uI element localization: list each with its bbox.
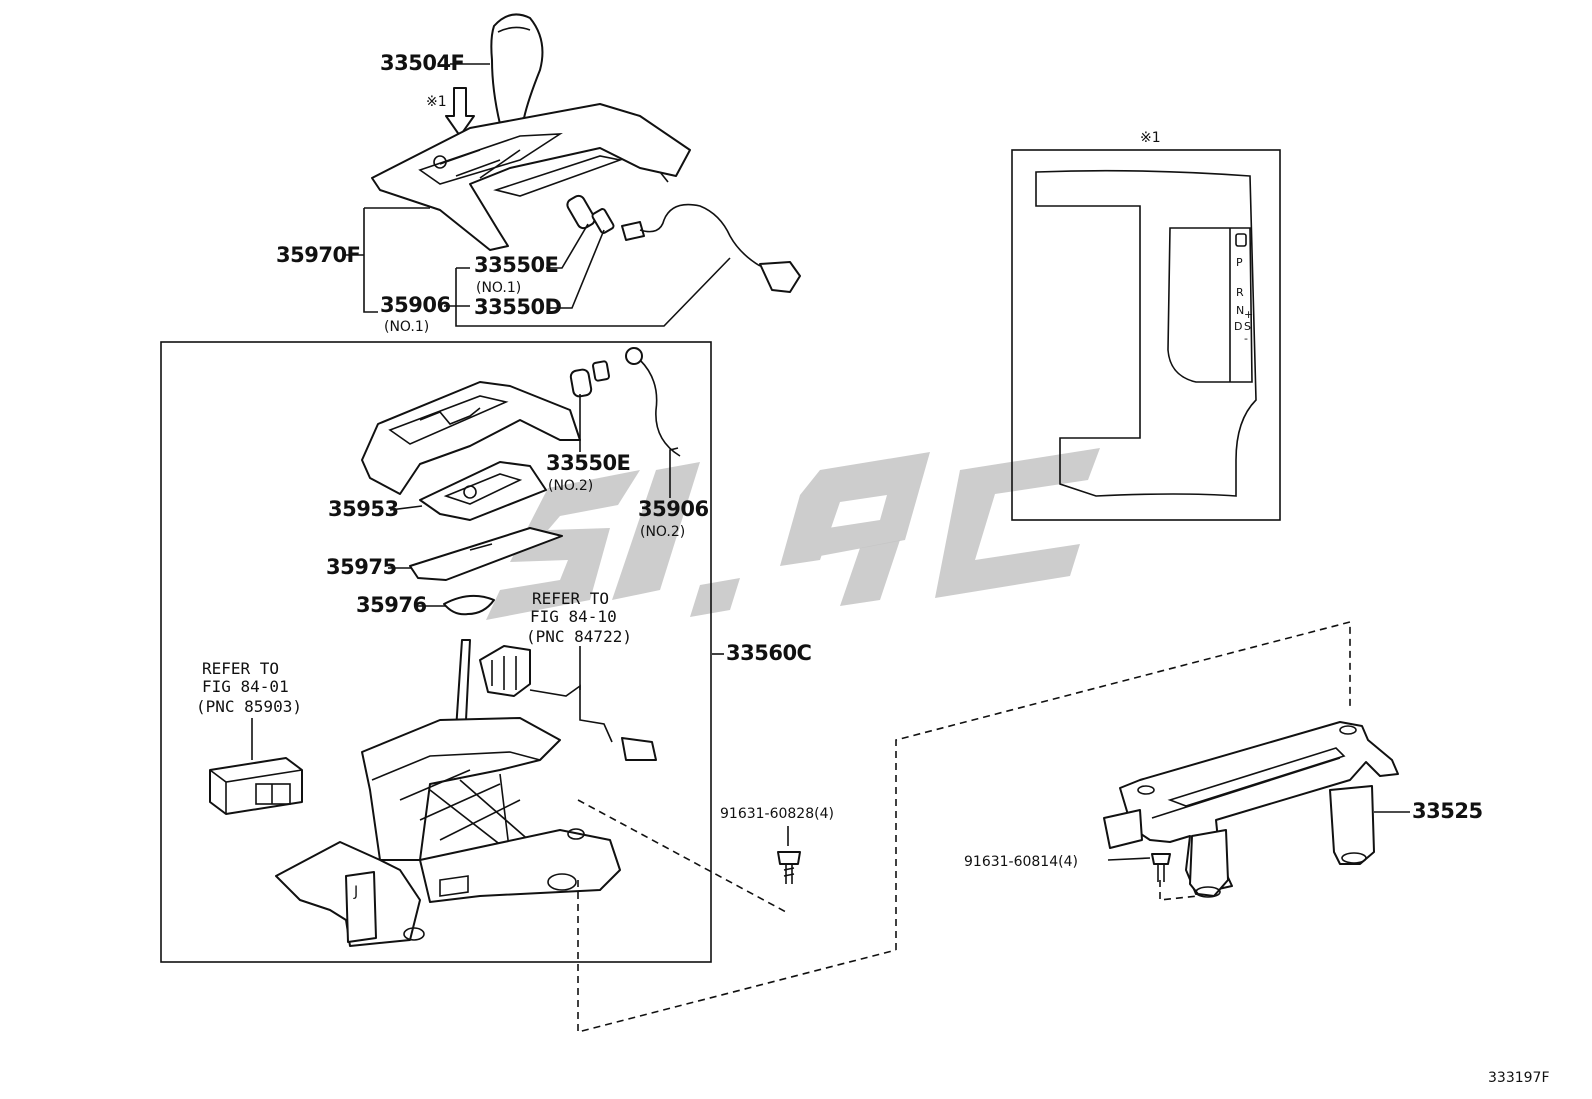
wire-harness-no1[interactable] bbox=[621, 203, 801, 293]
label-bolt-a[interactable]: 91631-60828(4) bbox=[720, 806, 834, 822]
label-wire-no2-note: (NO.2) bbox=[640, 524, 685, 540]
dashed-assembly-line-left bbox=[577, 799, 787, 913]
selector-switch-part[interactable] bbox=[479, 645, 657, 761]
bulb-no1-part[interactable] bbox=[565, 194, 597, 231]
label-wire-no1-note: (NO.1) bbox=[384, 319, 429, 335]
ref1-line1: REFER TO bbox=[532, 589, 609, 608]
label-socket-no1[interactable]: 33550D bbox=[474, 295, 562, 319]
detail-panel-outline bbox=[1035, 169, 1257, 497]
indicator-n: N bbox=[1236, 304, 1244, 317]
knob-letter: J bbox=[353, 884, 358, 900]
label-clip[interactable]: 35976 bbox=[356, 593, 427, 617]
indicator-p: P bbox=[1236, 256, 1243, 269]
watermark-logo bbox=[486, 448, 1100, 620]
shift-knob-part[interactable] bbox=[490, 13, 544, 125]
label-bulb-no1-note: (NO.1) bbox=[476, 280, 521, 296]
detail-marker: ※1 bbox=[1140, 130, 1161, 146]
dashed-assembly-line-right bbox=[895, 620, 1351, 950]
bulb-no2-part[interactable] bbox=[569, 360, 610, 398]
label-bulb-no2[interactable]: 33550E bbox=[546, 451, 631, 475]
shift-lever-base-part[interactable]: J bbox=[275, 639, 621, 947]
ref1-line3: (PNC 84722) bbox=[526, 627, 632, 646]
shift-lever-assembly-frame bbox=[160, 341, 712, 963]
ref2-line3: (PNC 85903) bbox=[196, 697, 302, 716]
indicator-minus: - bbox=[1244, 332, 1248, 345]
label-wire-no2[interactable]: 35906 bbox=[638, 497, 709, 521]
label-bulb-no2-note: (NO.2) bbox=[548, 478, 593, 494]
view-marker: ※1 bbox=[426, 94, 447, 110]
indicator-cover-part[interactable] bbox=[361, 381, 581, 495]
down-arrow-icon bbox=[445, 87, 475, 137]
bracket-part[interactable] bbox=[1103, 721, 1399, 898]
upper-console-panel[interactable] bbox=[371, 103, 691, 251]
label-shift-lever-assy[interactable]: 33560C bbox=[726, 641, 812, 665]
dashed-assembly-line-bottom bbox=[577, 880, 897, 1034]
bolt-b-part[interactable] bbox=[1151, 853, 1171, 882]
label-slide-plate[interactable]: 35975 bbox=[326, 555, 397, 579]
detail-view-frame bbox=[1011, 149, 1281, 521]
indicator-plus: + bbox=[1244, 308, 1253, 321]
indicator-s: S bbox=[1244, 320, 1251, 333]
indicator-r: R bbox=[1236, 286, 1244, 299]
label-indicator-housing[interactable]: 35953 bbox=[328, 497, 399, 521]
ref2-line1: REFER TO bbox=[202, 659, 279, 678]
indicator-d: D bbox=[1234, 320, 1242, 333]
dashed-assembly-line-bolt bbox=[1159, 880, 1199, 901]
label-bolt-b[interactable]: 91631-60814(4) bbox=[964, 854, 1078, 870]
control-module-part[interactable] bbox=[209, 757, 303, 815]
wire-harness-no2[interactable] bbox=[625, 347, 681, 457]
slide-plate-part[interactable] bbox=[409, 527, 563, 581]
ref1-line2: FIG 84-10 bbox=[530, 607, 617, 626]
bolt-a-part[interactable] bbox=[777, 851, 801, 884]
figure-id: 333197F bbox=[1488, 1070, 1550, 1086]
socket-no1-part[interactable] bbox=[591, 208, 615, 234]
indicator-housing-part[interactable] bbox=[419, 461, 547, 521]
label-bracket[interactable]: 33525 bbox=[1412, 799, 1483, 823]
ref2-line2: FIG 84-01 bbox=[202, 677, 289, 696]
label-shift-knob[interactable]: 33504F bbox=[380, 51, 465, 75]
label-wire-no1[interactable]: 35906 bbox=[380, 293, 451, 317]
label-bulb-no1[interactable]: 33550E bbox=[474, 253, 559, 277]
clip-part[interactable] bbox=[443, 594, 495, 616]
